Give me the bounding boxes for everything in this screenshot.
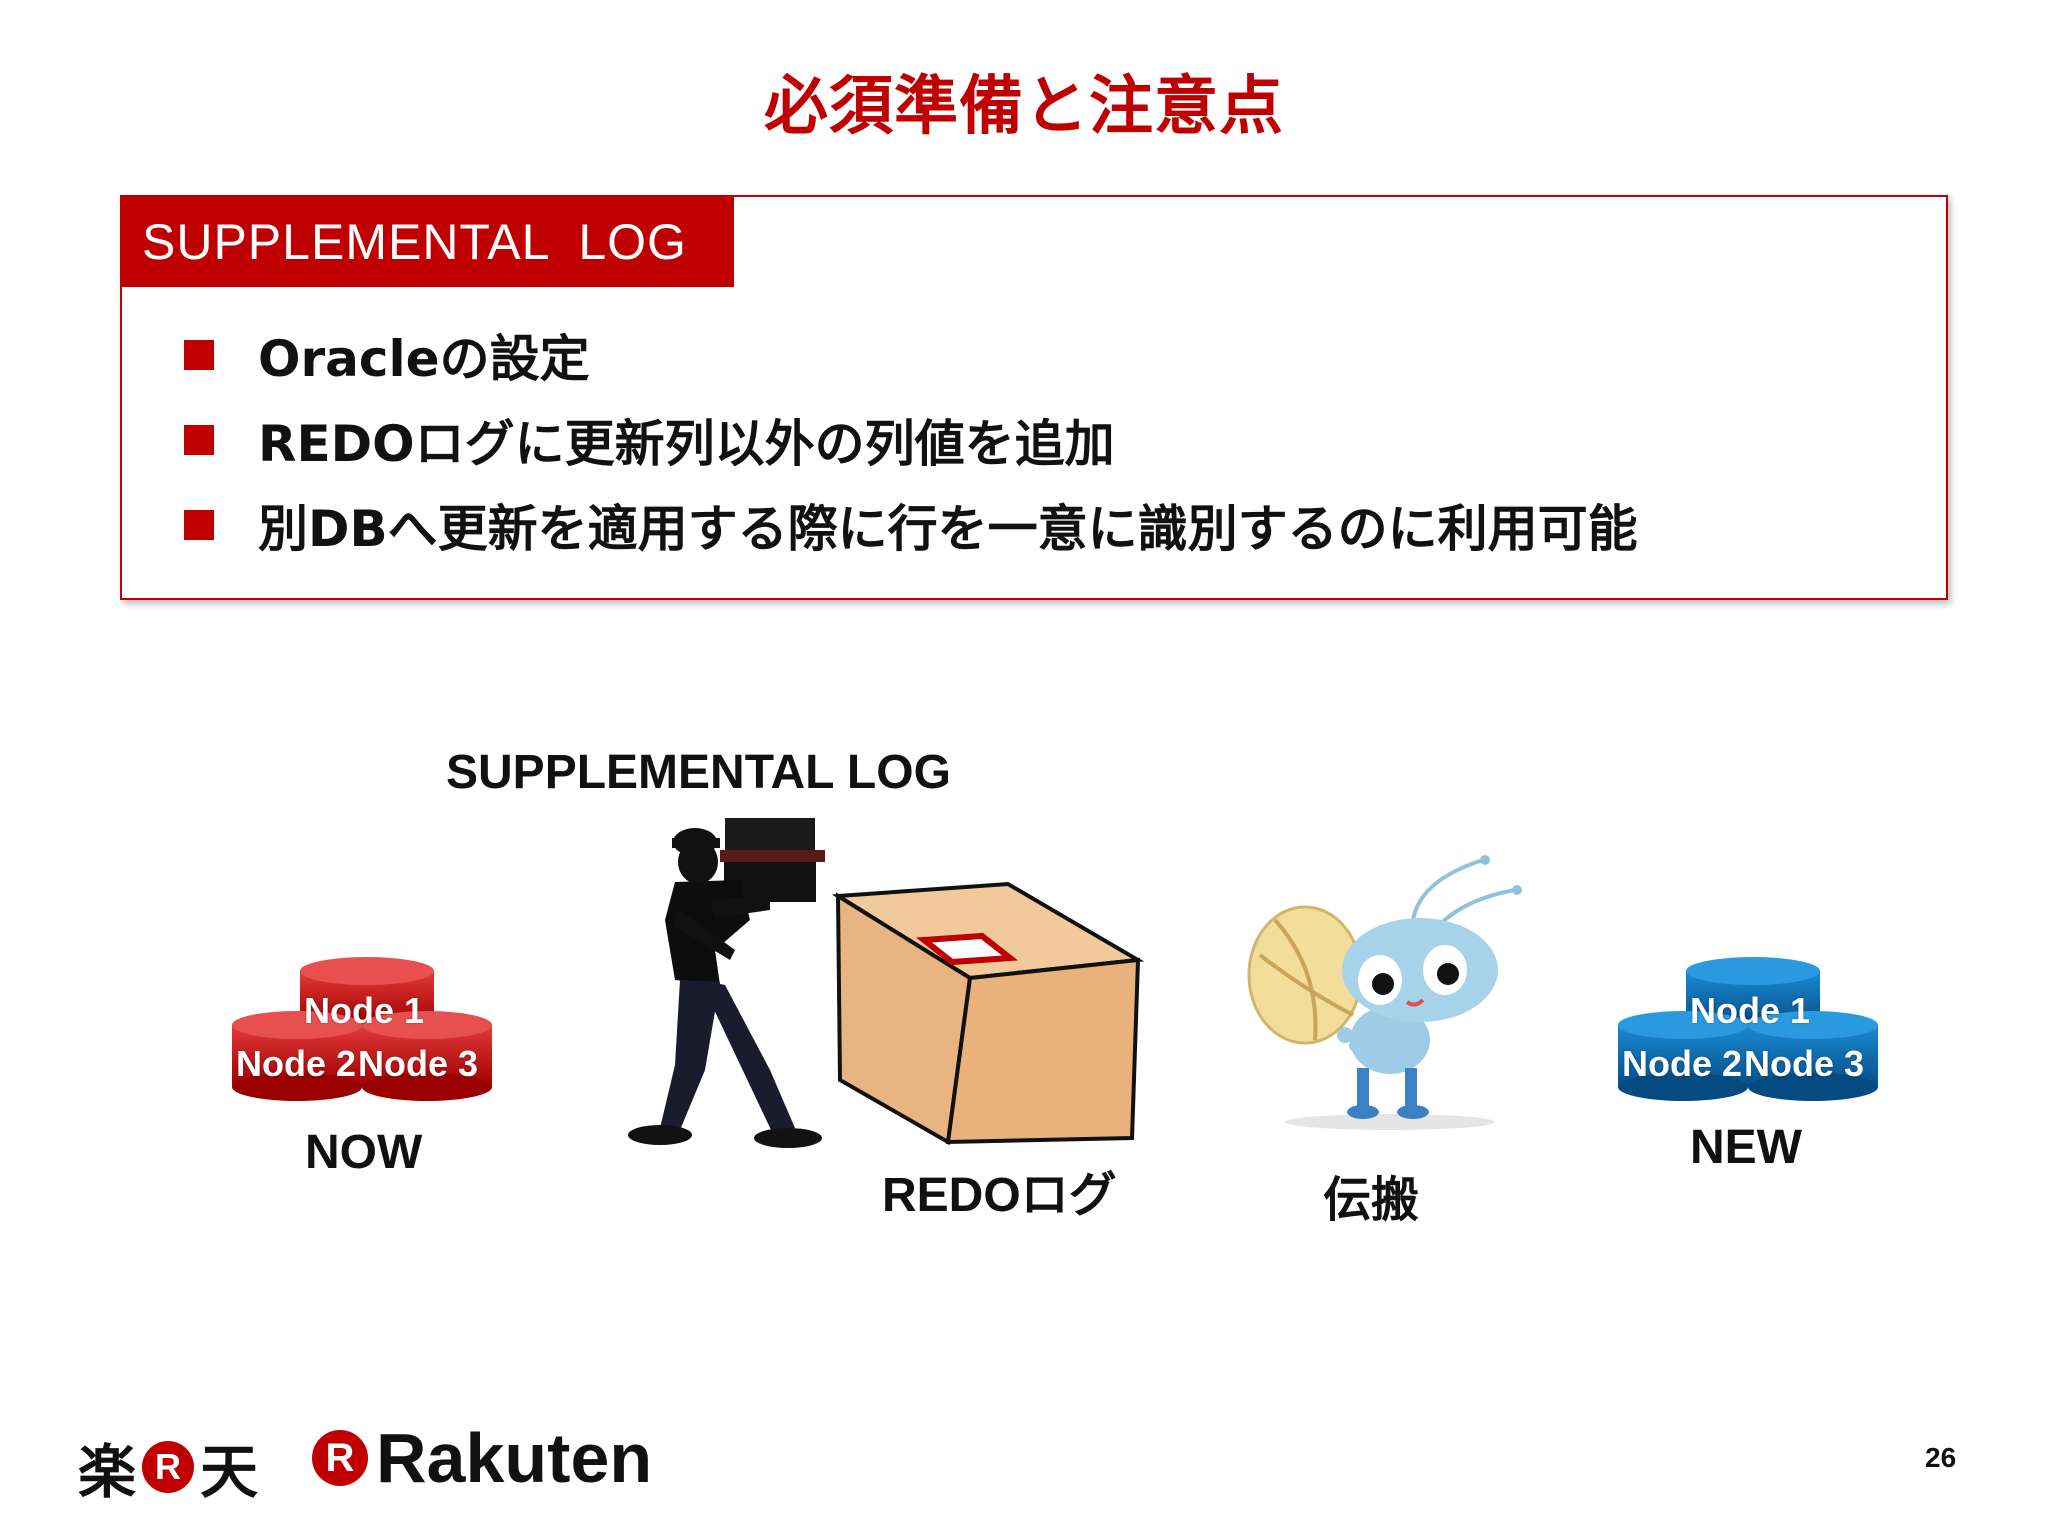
logo-jp-left: 楽: [78, 1438, 137, 1506]
node-label: Node 3: [1744, 1043, 1865, 1084]
bullet-square-icon: [184, 425, 214, 455]
r-circle-icon: R: [142, 1441, 195, 1493]
diagram-supplemental-label: SUPPLEMENTAL LOG: [446, 746, 951, 799]
redo-log-label: REDOログ: [882, 1169, 1117, 1222]
blue-database-icon: [1618, 957, 1878, 1101]
ant-carrying-bundle-icon: [1247, 855, 1522, 1130]
rakuten-jp-logo: 楽 R 天: [78, 1425, 258, 1509]
new-database-stack: Node 1 Node 2 Node 3: [1614, 955, 1884, 1125]
bullet-item: 別DBへ更新を適用する際に行を一意に識別するのに利用可能: [184, 495, 1638, 558]
bullet-text: 別DBへ更新を適用する際に行を一意に識別するのに利用可能: [258, 500, 1638, 558]
logo-en-text: Rakuten: [376, 1419, 653, 1497]
supplemental-log-panel: SUPPLEMENTAL LOG Oracleの設定 REDOログに更新列以外の…: [120, 195, 1948, 600]
bullet-text: REDOログに更新列以外の列値を追加: [258, 415, 1115, 473]
node-label: Node 2: [236, 1043, 357, 1084]
bullet-square-icon: [184, 340, 214, 370]
page-number: 26: [1925, 1442, 1957, 1473]
node-label: Node 1: [1690, 990, 1811, 1031]
logo-jp-right: 天: [200, 1438, 259, 1506]
bullet-item: REDOログに更新列以外の列値を追加: [184, 410, 1115, 473]
now-label: NOW: [305, 1126, 423, 1179]
node-label: Node 1: [304, 990, 425, 1031]
cardboard-box-icon: [832, 881, 1144, 1145]
bullet-text: Oracleの設定: [258, 330, 590, 388]
node-label: Node 3: [358, 1043, 479, 1084]
slide-title: 必須準備と注意点: [764, 70, 1284, 144]
rakuten-en-logo: R Rakuten: [306, 1418, 652, 1498]
red-database-icon: [232, 957, 492, 1101]
worker-carrying-boxes-icon: [628, 818, 825, 1148]
now-database-stack: Node 1 Node 2 Node 3: [228, 955, 498, 1125]
transport-label: 伝搬: [1323, 1172, 1420, 1228]
new-label: NEW: [1690, 1121, 1802, 1174]
panel-header: SUPPLEMENTAL LOG: [122, 197, 734, 287]
r-circle-icon: R: [312, 1430, 368, 1486]
bullet-square-icon: [184, 510, 214, 540]
bullet-item: Oracleの設定: [184, 325, 590, 388]
node-label: Node 2: [1622, 1043, 1743, 1084]
